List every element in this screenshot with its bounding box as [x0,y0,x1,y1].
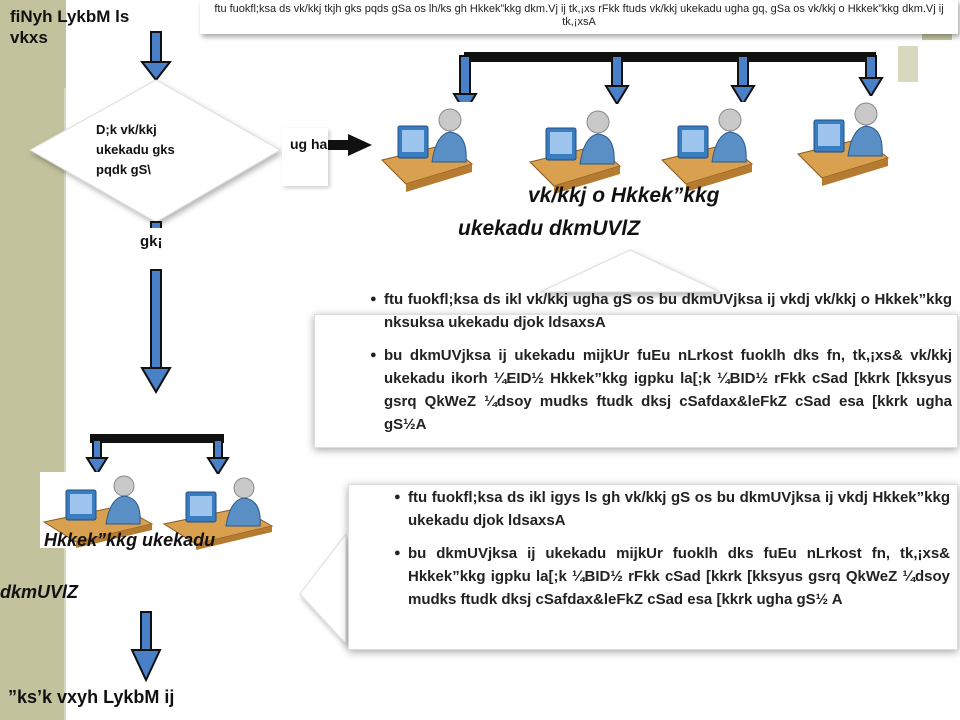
callout-up-arrow [539,249,721,293]
top-note: ftu fuokfl;ksa ds vk/kkj tkjh gks pqds g… [200,0,958,34]
computer-operator-icon [656,102,756,196]
computer-operator-icon [792,96,892,190]
side-band [0,0,66,720]
arrow-yes-down [140,221,172,394]
yes-label: gk¡ [130,228,170,258]
arrow-start-to-decision [139,31,173,82]
arrow-to-next [130,611,162,683]
arrow-no-to-counters [328,134,372,156]
counter-label: dkmUVlZ [0,582,79,602]
computer-operator-icon [376,102,476,196]
bullet-item: bu dkmUVjksa ij ukekadu mijkUr fuoklh dk… [394,542,950,611]
computer-operator-icon [524,104,624,198]
computer-operator-icon [40,472,156,548]
bhamashah-bullet-list: ftu fuokfl;ksa ds ikl igys ls gh vk/kkj … [394,486,950,621]
lower-bracket [85,434,230,476]
next-slide-label: ”ks’k vxyh LykbM ij [8,687,175,707]
no-label: ug ha [282,128,328,186]
enrolment-counter-caption: ukekadu dkmUVlZ [458,217,641,240]
top-bracket [452,52,884,114]
start-label: fiNyh LykbM ls vkxs [10,7,130,47]
computer-operator-icon [160,474,276,550]
side-band-divider [64,88,66,720]
bullet-item: ftu fuokfl;ksa ds ikl igys ls gh vk/kkj … [394,486,950,532]
aadhaar-bullet-list: ftu fuokfl;ksa ds ikl vk/kkj ugha gS os … [370,288,952,446]
bhamashah-enrolment-caption: Hkkek”kkg ukekadu [44,530,216,550]
decision-label: D;k vk/kkj ukekadu gks pqdk gS\ [96,122,175,177]
bullet-item: bu dkmUVjksa ij ukekadu mijkUr fuEu nLrk… [370,344,952,436]
callout-left-arrow [299,532,347,646]
aadhaar-bhamashah-caption: vk/kkj o Hkkek”kkg [528,184,720,207]
corner-decoration-small [898,46,918,82]
bullet-item: ftu fuokfl;ksa ds ikl vk/kkj ugha gS os … [370,288,952,334]
